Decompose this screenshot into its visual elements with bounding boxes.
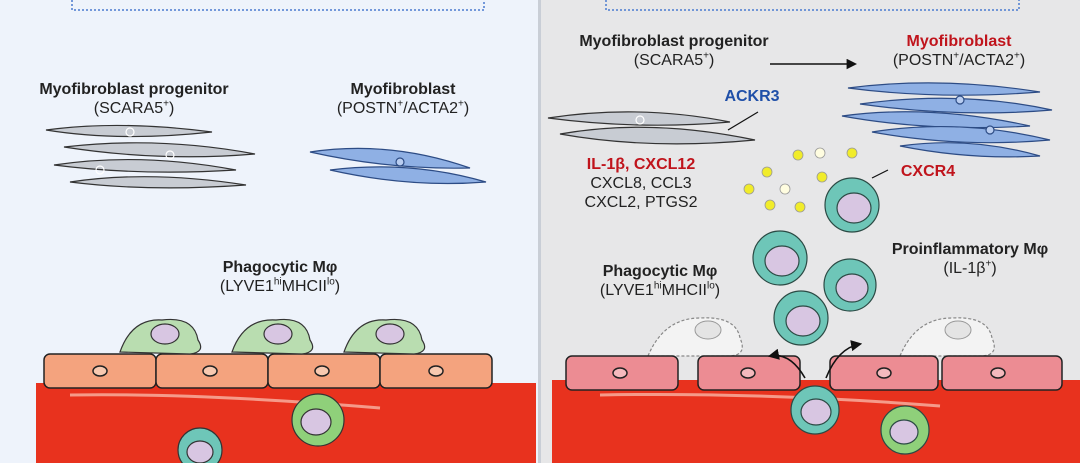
left-myofibroblast-title: Myofibroblast bbox=[350, 81, 456, 98]
left-progenitor-marker: (SCARA5+) bbox=[93, 98, 175, 117]
ghost-nuclei bbox=[694, 320, 972, 340]
left-phagocytic-label: Phagocytic Mφ (LYVE1hiMHCIIlo) bbox=[198, 258, 362, 296]
right-progenitor-title: Myofibroblast progenitor bbox=[579, 33, 769, 50]
endothelium-left bbox=[43, 353, 493, 389]
ackr3-label: ACKR3 bbox=[724, 88, 780, 105]
panel-divider bbox=[538, 0, 541, 463]
left-myofibroblast-label: Myofibroblast (POSTN+/ACTA2+) bbox=[318, 80, 488, 118]
right-myofibroblast-label: Myofibroblast (POSTN+/ACTA2+) bbox=[872, 32, 1046, 70]
progenitor-cells-right bbox=[547, 111, 756, 145]
right-myofibroblast-title: Myofibroblast bbox=[906, 33, 1012, 50]
cytokines-highlight: IL-1β, CXCL12 bbox=[586, 156, 696, 173]
right-phagocytic-label: Phagocytic Mφ (LYVE1hiMHCIIlo) bbox=[578, 262, 742, 300]
right-progenitor-marker: (SCARA5+) bbox=[633, 50, 715, 69]
left-myofibroblast-marker: (POSTN+/ACTA2+) bbox=[336, 98, 470, 117]
top-box-left bbox=[71, 0, 485, 11]
left-progenitor-title: Myofibroblast progenitor bbox=[39, 81, 229, 98]
ackr3-pointer bbox=[727, 111, 759, 131]
progenitor-cells-left bbox=[45, 124, 256, 189]
right-phagocytic-title: Phagocytic Mφ bbox=[602, 263, 718, 280]
myofibroblast-cells-left bbox=[309, 147, 487, 185]
circulating-monocytes-left bbox=[177, 393, 345, 463]
right-phagocytic-marker: (LYVE1hiMHCIIlo) bbox=[599, 280, 721, 299]
extravasation-arrow-left bbox=[767, 348, 806, 379]
migrating-macrophages bbox=[752, 177, 880, 346]
right-myofibroblast-marker: (POSTN+/ACTA2+) bbox=[892, 50, 1026, 69]
chemokine-dots bbox=[743, 147, 858, 213]
extravasation-arrow-right bbox=[825, 340, 863, 379]
phagocytic-macrophages-left bbox=[119, 318, 426, 355]
cxcr4-label: CXCR4 bbox=[900, 163, 956, 180]
endothelium-right bbox=[565, 355, 1063, 391]
cytokines-label: IL-1β, CXCL12 CXCL8, CCL3 CXCL2, PTGS2 bbox=[566, 155, 716, 212]
left-phagocytic-title: Phagocytic Mφ bbox=[222, 259, 338, 276]
proinflammatory-marker: (IL-1β+) bbox=[943, 258, 997, 277]
proinflammatory-title: Proinflammatory Mφ bbox=[891, 241, 1049, 258]
cxcr4-pointer bbox=[871, 169, 889, 179]
proinflammatory-label: Proinflammatory Mφ (IL-1β+) bbox=[876, 240, 1064, 278]
cytokines-line3: CXCL2, PTGS2 bbox=[584, 194, 698, 211]
left-progenitor-label: Myofibroblast progenitor (SCARA5+) bbox=[18, 80, 250, 118]
transmigrating-monocyte bbox=[790, 385, 930, 455]
top-box-right bbox=[605, 0, 1020, 11]
cytokines-line2: CXCL8, CCL3 bbox=[590, 175, 692, 192]
left-phagocytic-marker: (LYVE1hiMHCIIlo) bbox=[219, 276, 341, 295]
right-progenitor-label: Myofibroblast progenitor (SCARA5+) bbox=[556, 32, 792, 70]
myofibroblast-cells-right bbox=[841, 82, 1053, 158]
vessel-left bbox=[36, 383, 536, 463]
